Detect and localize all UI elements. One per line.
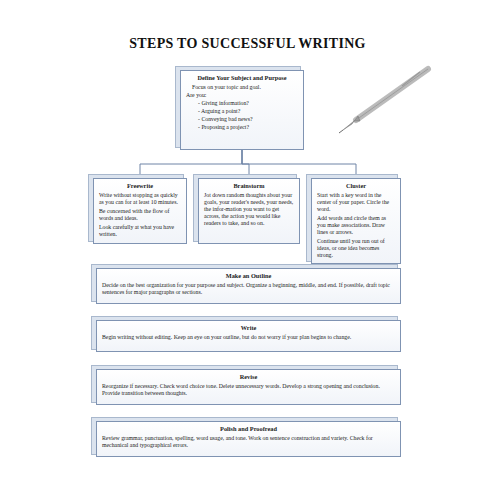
- step-heading: Revise: [102, 373, 395, 381]
- brainstorm-box: BrainstormJot down random thoughts about…: [198, 178, 300, 244]
- step-heading: Polish and Proofread: [102, 425, 395, 433]
- step-box: WriteBegin writing without editing. Keep…: [96, 320, 401, 352]
- purpose-box: Define Your Subject and PurposeFocus on …: [180, 70, 304, 150]
- step-heading: Freewrite: [99, 182, 181, 190]
- step-description: Write without stopping as quickly as you…: [99, 192, 181, 206]
- step-description: Reorganize if necessary. Check word choi…: [102, 383, 395, 397]
- step-box: Polish and ProofreadReview grammar, punc…: [96, 421, 401, 457]
- step-description: Review grammar, punctuation, spelling, w…: [102, 435, 395, 449]
- step-description: Continue until you run out of ideas, or …: [317, 238, 395, 259]
- step-description: Decide on the best organization for your…: [102, 282, 395, 296]
- step-description: Begin writing without editing. Keep an e…: [102, 334, 395, 341]
- step-heading: Cluster: [317, 182, 395, 190]
- step-description: - Conveying bad news?: [198, 116, 298, 123]
- pen-barrel: [356, 69, 428, 120]
- step-box: Make an OutlineDecide on the best organi…: [96, 268, 401, 304]
- step-description: Start with a key word in the center of y…: [317, 192, 395, 213]
- step-description: - Giving information?: [198, 100, 298, 107]
- step-description: Are you:: [186, 92, 298, 99]
- tree-connector: [140, 150, 242, 178]
- step-description: Focus on your topic and goal.: [192, 84, 298, 91]
- step-box: ReviseReorganize if necessary. Check wor…: [96, 369, 401, 405]
- step-heading: Brainstorm: [204, 182, 294, 190]
- step-description: - Arguing a point?: [198, 108, 298, 115]
- cluster-box: ClusterStart with a key word in the cent…: [311, 178, 401, 264]
- step-heading: Write: [102, 324, 395, 332]
- step-heading: Make an Outline: [102, 272, 395, 280]
- pen-clip: [402, 72, 420, 86]
- pen-outline: [356, 69, 428, 120]
- step-description: Be concerned with the flow of words and …: [99, 208, 181, 222]
- pen-tip: [343, 116, 360, 130]
- step-heading: Define Your Subject and Purpose: [186, 74, 298, 82]
- step-description: Add words and circle them as you make as…: [317, 215, 395, 236]
- freewrite-box: FreewriteWrite without stopping as quick…: [93, 178, 187, 244]
- diagram-title: STEPS TO SUCCESSFUL WRITING: [0, 36, 495, 52]
- step-description: - Proposing a project?: [198, 124, 298, 131]
- tree-connector: [242, 150, 356, 178]
- step-description: Look carefully at what you have written.: [99, 224, 181, 238]
- pen-point: [339, 130, 343, 133]
- step-description: Jot down random thoughts about your goal…: [204, 192, 294, 227]
